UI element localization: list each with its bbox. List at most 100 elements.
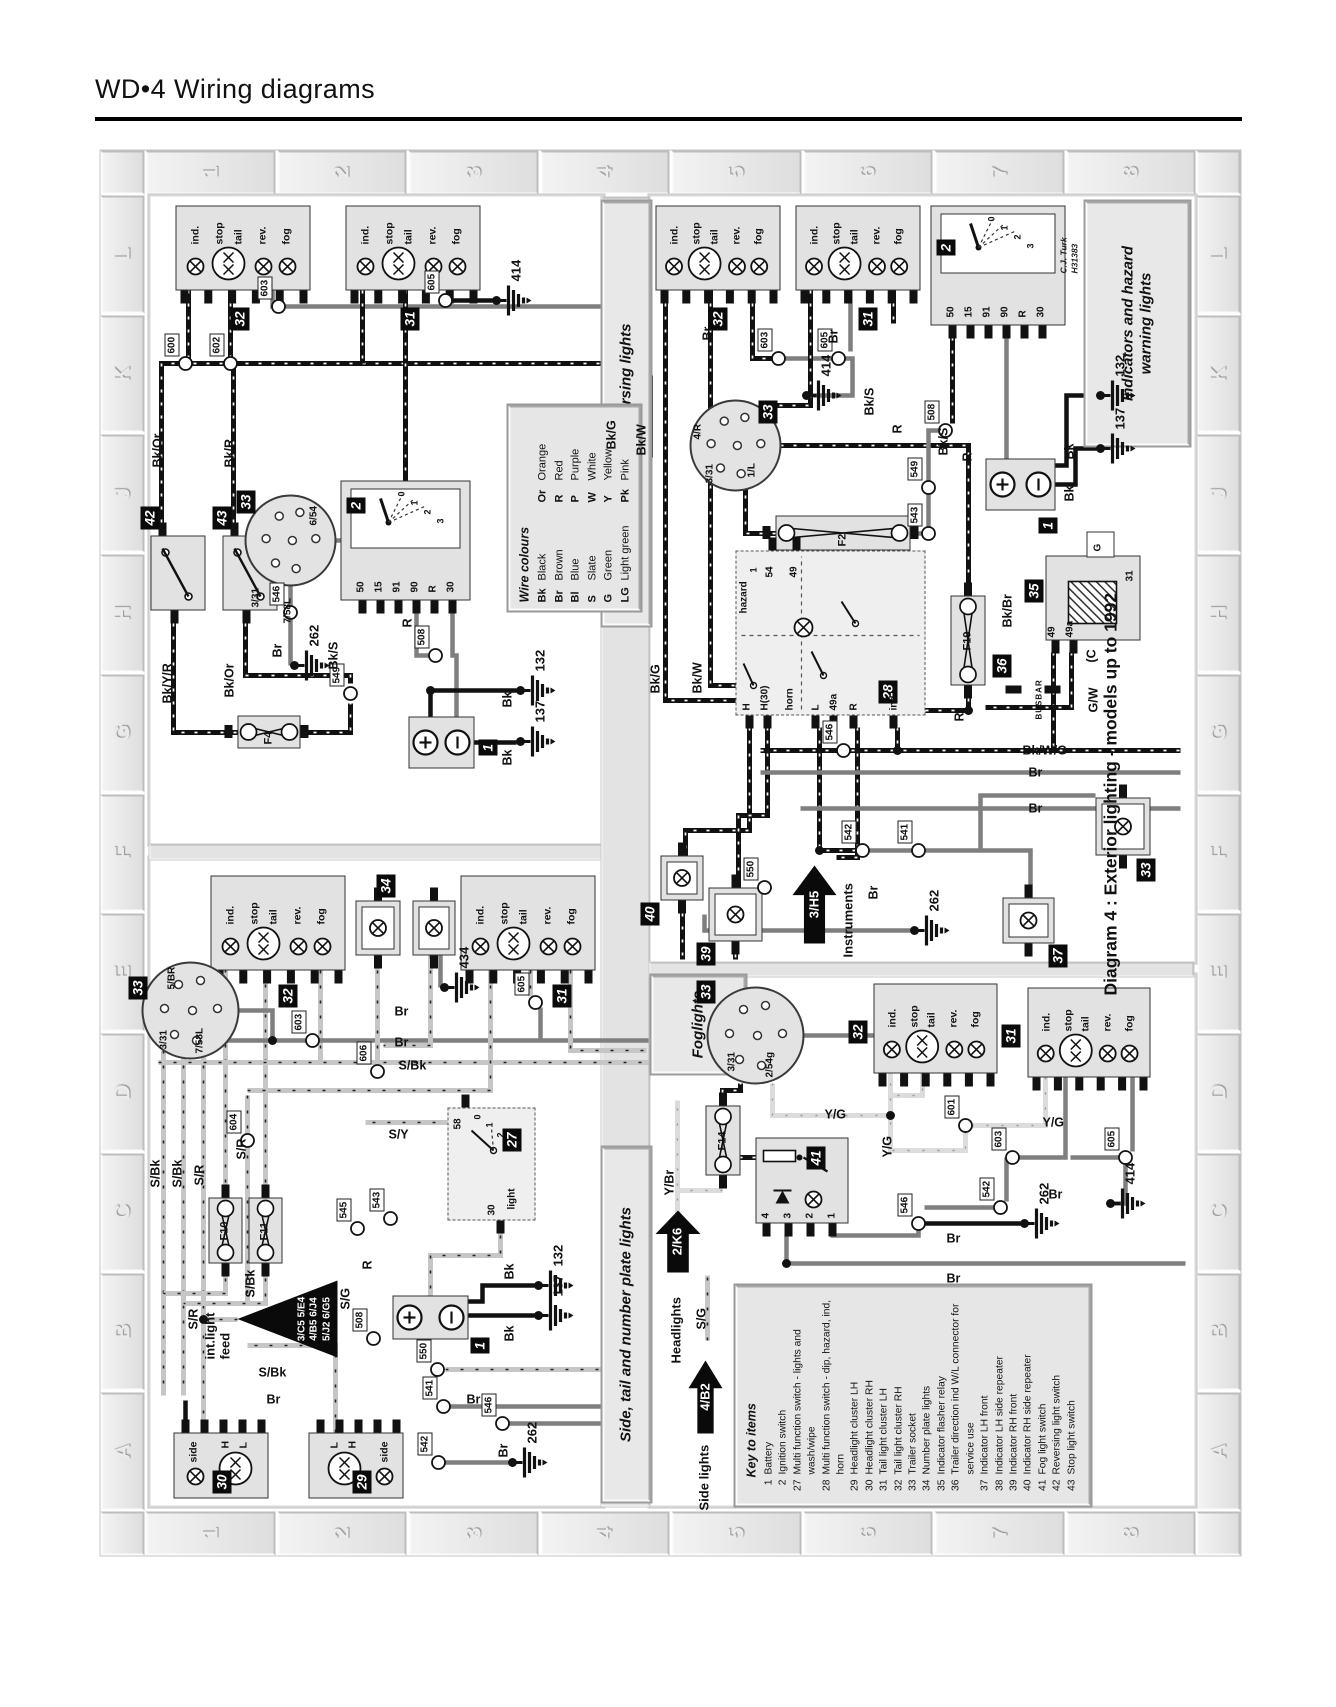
wire-label: rev. bbox=[426, 226, 438, 244]
wire-label: Bk/S bbox=[326, 641, 340, 669]
wire-label: 414 bbox=[1122, 1162, 1137, 1184]
item-badge-35: 35 bbox=[1024, 578, 1043, 602]
connector-549 bbox=[920, 479, 936, 495]
connector-606 bbox=[369, 1063, 385, 1079]
wire-label: rev. bbox=[870, 226, 882, 244]
wire-label: 3/31 bbox=[704, 463, 715, 483]
wire-label: 1 bbox=[484, 1121, 494, 1127]
wire-label: BUSBAR bbox=[1034, 678, 1043, 719]
wire-label: 50 bbox=[945, 305, 956, 317]
connector-label-542: 542 bbox=[841, 820, 856, 843]
wire-label: Y/G bbox=[824, 1107, 846, 1121]
wire-label: fog bbox=[315, 907, 327, 924]
wire-label: Br bbox=[270, 643, 284, 657]
connector-542 bbox=[992, 1199, 1008, 1215]
connector-label-545: 545 bbox=[336, 1198, 351, 1221]
wiring-diagram-canvas: AABBCCDDEEFFGGHHJJKKLL1122334455667788St… bbox=[99, 148, 1241, 1557]
connector-label-549: 549 bbox=[907, 457, 922, 480]
item-badge-42: 42 bbox=[140, 505, 159, 529]
item-badge-32: 32 bbox=[278, 983, 297, 1007]
item-badge-33: 33 bbox=[128, 975, 147, 999]
connector-label-541: 541 bbox=[897, 820, 912, 843]
item-badge-30: 30 bbox=[212, 1469, 231, 1493]
wire bbox=[977, 792, 1095, 850]
wire-label: R bbox=[1017, 309, 1028, 317]
item-badge-43: 43 bbox=[212, 505, 231, 529]
wire-label: Br bbox=[826, 329, 840, 343]
wire-label: Bk bbox=[500, 691, 514, 707]
wire-label: tail bbox=[517, 908, 529, 924]
wire-label: ind. bbox=[224, 905, 236, 924]
wire-label: Bk/S bbox=[936, 427, 950, 455]
wire-label: Y/Br bbox=[662, 1169, 676, 1195]
wire-label: 1/L bbox=[746, 462, 757, 477]
connector-label-508: 508 bbox=[352, 1308, 367, 1331]
wire-label: Br bbox=[394, 1004, 408, 1018]
item-badge-29: 29 bbox=[352, 1469, 371, 1493]
wire-label: R bbox=[960, 451, 974, 461]
wire-label: 0 bbox=[986, 215, 996, 221]
item-badge-31: 31 bbox=[858, 306, 877, 330]
item-badge-34: 34 bbox=[376, 873, 395, 897]
wire-label: 0 bbox=[396, 490, 406, 496]
wire-label: S/Y bbox=[388, 1127, 409, 1141]
wire-label: rev. bbox=[1100, 1013, 1113, 1031]
wire-label: 137 bbox=[532, 700, 547, 722]
connector-508 bbox=[427, 647, 443, 663]
wire-label: tail bbox=[925, 1011, 938, 1027]
connector-549 bbox=[342, 685, 358, 701]
wire-label: 262 bbox=[306, 624, 321, 646]
wire-label: R bbox=[890, 423, 904, 433]
wire-label: 3/31 bbox=[726, 1051, 737, 1071]
wire-label: S/R bbox=[192, 1164, 206, 1185]
wire-label: 3 bbox=[1025, 242, 1035, 248]
wire-label: 2 bbox=[1012, 233, 1022, 239]
wire-label: 58 bbox=[452, 1117, 463, 1129]
wire-label: fog bbox=[280, 227, 292, 244]
wire-label: Bk bbox=[1062, 485, 1076, 501]
wire-label: 7/58L bbox=[194, 1027, 205, 1053]
wire-label: Bk/Or bbox=[222, 662, 236, 697]
wire-label: side bbox=[378, 1440, 390, 1462]
wire-label: 15 bbox=[373, 580, 384, 592]
wire-label: 1 bbox=[409, 499, 419, 505]
connector-label-542: 542 bbox=[417, 1432, 432, 1455]
connector-541 bbox=[910, 842, 926, 858]
connector-550 bbox=[756, 879, 772, 895]
item-badge-31: 31 bbox=[1001, 1023, 1020, 1047]
wire-label: 137 bbox=[1112, 407, 1127, 429]
wire-label: ind. bbox=[667, 225, 680, 244]
item-badge-2: 2 bbox=[346, 497, 365, 513]
connector-label-601: 601 bbox=[944, 1095, 959, 1118]
wire-label: 414 bbox=[508, 259, 523, 281]
connector-label-600: 600 bbox=[164, 333, 179, 356]
wire-label: Bk bbox=[500, 749, 514, 765]
wire-label: fog bbox=[969, 1010, 982, 1027]
item-badge-33: 33 bbox=[758, 399, 777, 423]
wire-label: 262 bbox=[926, 889, 941, 911]
wire-label: rev. bbox=[947, 1009, 960, 1027]
item-badge-33: 33 bbox=[236, 489, 255, 513]
wire-label: 1 bbox=[999, 224, 1009, 230]
connector-605 bbox=[1117, 1149, 1133, 1165]
connector-label-550: 550 bbox=[743, 857, 758, 880]
wire-label: 3/31 bbox=[250, 587, 261, 607]
wire-label: horn bbox=[784, 687, 795, 710]
connector-600 bbox=[177, 355, 193, 371]
connector-546 bbox=[494, 1415, 510, 1431]
connector-label-546: 546 bbox=[822, 720, 837, 743]
wire-label: R bbox=[848, 702, 859, 710]
wire-label: stop bbox=[383, 221, 395, 244]
connector-542 bbox=[854, 842, 870, 858]
connector-546 bbox=[835, 742, 851, 758]
wire-label: Br bbox=[1048, 1187, 1062, 1201]
wire-label: S/G bbox=[338, 1287, 352, 1309]
wire-label: 49 bbox=[1046, 625, 1057, 637]
wire-label: Y/G bbox=[880, 1135, 894, 1157]
